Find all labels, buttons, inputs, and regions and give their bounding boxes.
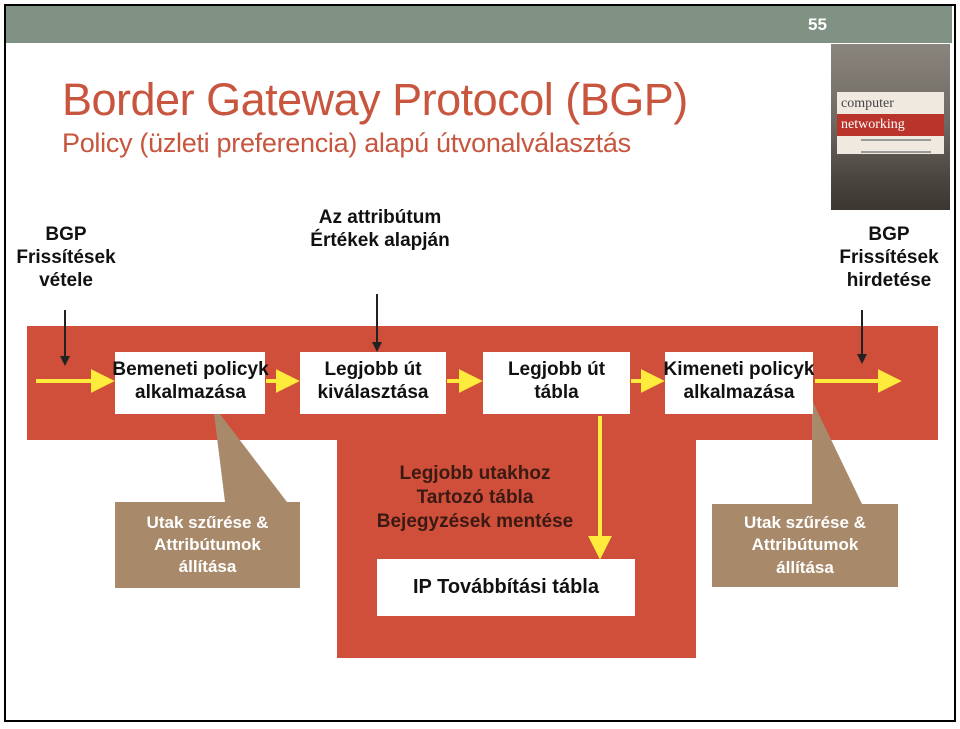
page-number: 55 — [808, 15, 827, 34]
best-route-selection-box — [300, 352, 446, 414]
ip-forwarding-table-box: IP Továbbítási tábla — [377, 559, 635, 616]
best-route-table-box — [483, 352, 630, 414]
book-title-line2: networking — [841, 117, 905, 132]
ip-forwarding-table-label: IP Továbbítási tábla — [413, 576, 599, 598]
book-band — [837, 114, 944, 136]
book-title-line1: computer — [841, 96, 894, 111]
slide-subtitle: Policy (üzleti preferencia) alapú útvona… — [62, 128, 631, 158]
book-cover-image: computer networking — [831, 44, 950, 210]
left-callout-wedge — [213, 405, 287, 502]
slide-header-bar — [6, 6, 952, 43]
right-callout-wedge — [812, 400, 862, 504]
book-authors — [861, 139, 931, 153]
output-policy-box — [665, 352, 813, 414]
slide-title: Border Gateway Protocol (BGP) — [62, 74, 688, 125]
input-policy-box — [115, 352, 265, 414]
